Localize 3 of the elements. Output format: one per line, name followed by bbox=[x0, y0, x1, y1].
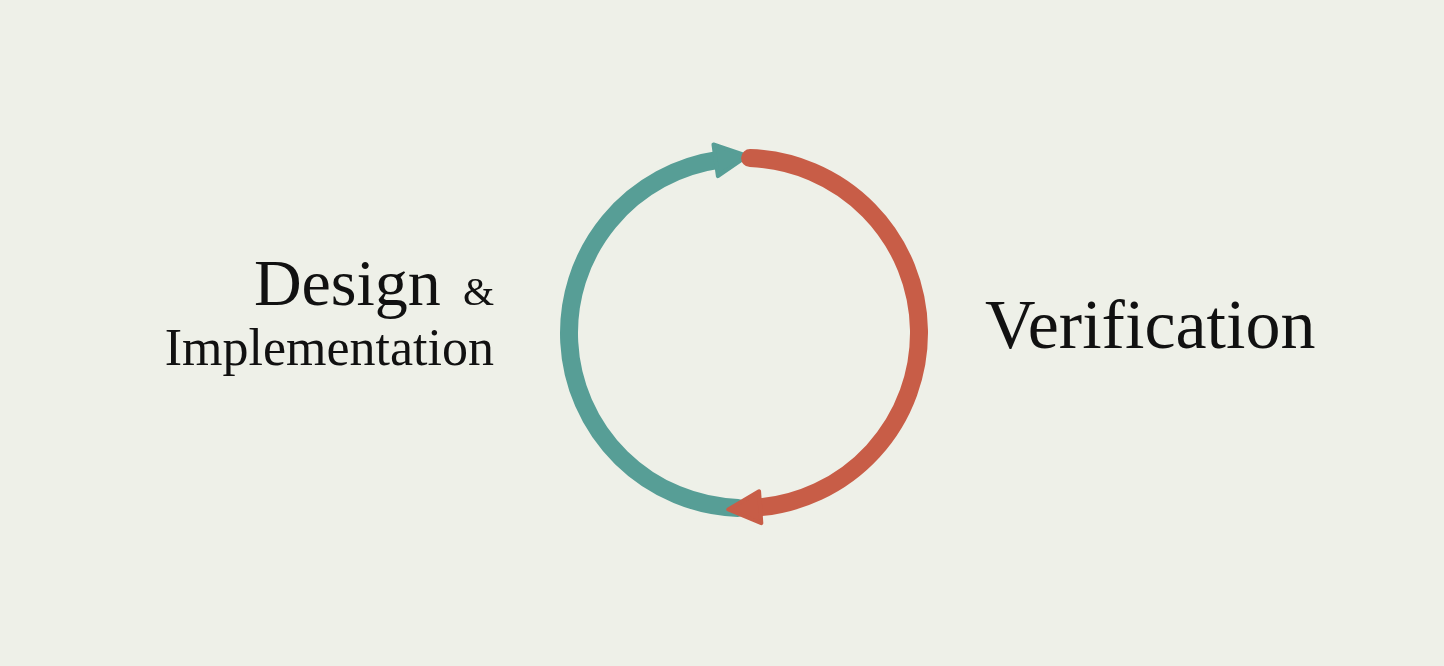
node-label: & bbox=[462, 272, 494, 312]
node-label: Implementation bbox=[163, 322, 494, 374]
node-label: Verification bbox=[985, 290, 1316, 360]
